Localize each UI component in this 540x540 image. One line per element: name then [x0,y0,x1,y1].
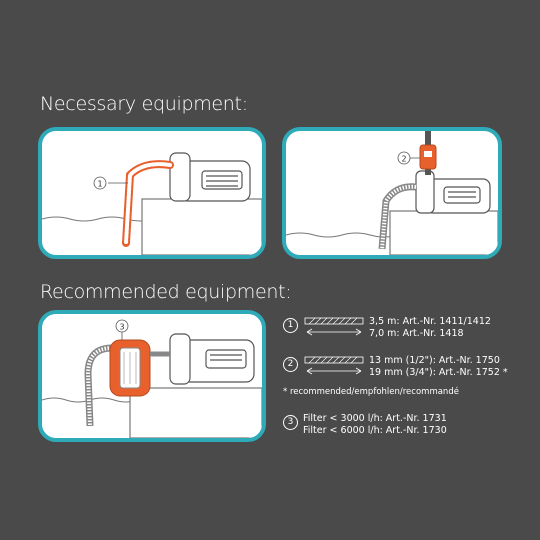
legend-line: 7,0 m: Art.-Nr. 1418 [369,328,464,339]
heading-necessary: Necessary equipment: [40,93,248,115]
pump-with-prefilter-illustration: 3 [42,319,262,438]
recommended-note: * recommended/empfohlen/recommandé [283,387,459,397]
panel-prefilter: 3 [38,310,266,442]
legend-number: 1 [283,318,298,333]
legend-text: Filter < 3000 l/h: Art.-Nr. 1731 Filter … [303,413,447,437]
legend-number: 2 [283,357,298,372]
legend-line: Filter < 6000 l/h: Art.-Nr. 1730 [303,425,447,436]
hose-with-arrow-icon [304,356,364,375]
heading-recommended: Recommended equipment: [40,281,292,303]
legend-item-1: 1 3,5 m: Art.-Nr. 1411/1412 7,0 m: Art.-… [283,316,523,346]
legend-line: 3,5 m: Art.-Nr. 1411/1412 [369,316,491,327]
callout-1: 1 [97,180,102,189]
hose-with-arrow-icon [304,317,364,336]
pump-with-backflow-stop-illustration: 2 [286,131,498,255]
legend-line: Filter < 3000 l/h: Art.-Nr. 1731 [303,413,447,424]
legend-item-2: 2 13 mm (1/2"): Art.-Nr. 1750 19 mm (3/4… [283,355,523,385]
legend-number: 3 [283,415,298,430]
legend-text: 3,5 m: Art.-Nr. 1411/1412 7,0 m: Art.-Nr… [369,316,491,340]
pump-with-suction-hose-illustration: 1 [42,152,262,255]
callout-2: 2 [401,155,406,164]
legend-line: 13 mm (1/2"): Art.-Nr. 1750 [369,355,500,366]
legend-item-3: 3 Filter < 3000 l/h: Art.-Nr. 1731 Filte… [283,413,523,443]
callout-3: 3 [119,323,124,332]
panel-backflow-stop: 2 [282,127,502,259]
legend-line: 19 mm (3/4"): Art.-Nr. 1752 * [369,367,508,378]
panel-suction-hose: 1 [38,127,266,259]
legend-text: 13 mm (1/2"): Art.-Nr. 1750 19 mm (3/4")… [369,355,508,379]
